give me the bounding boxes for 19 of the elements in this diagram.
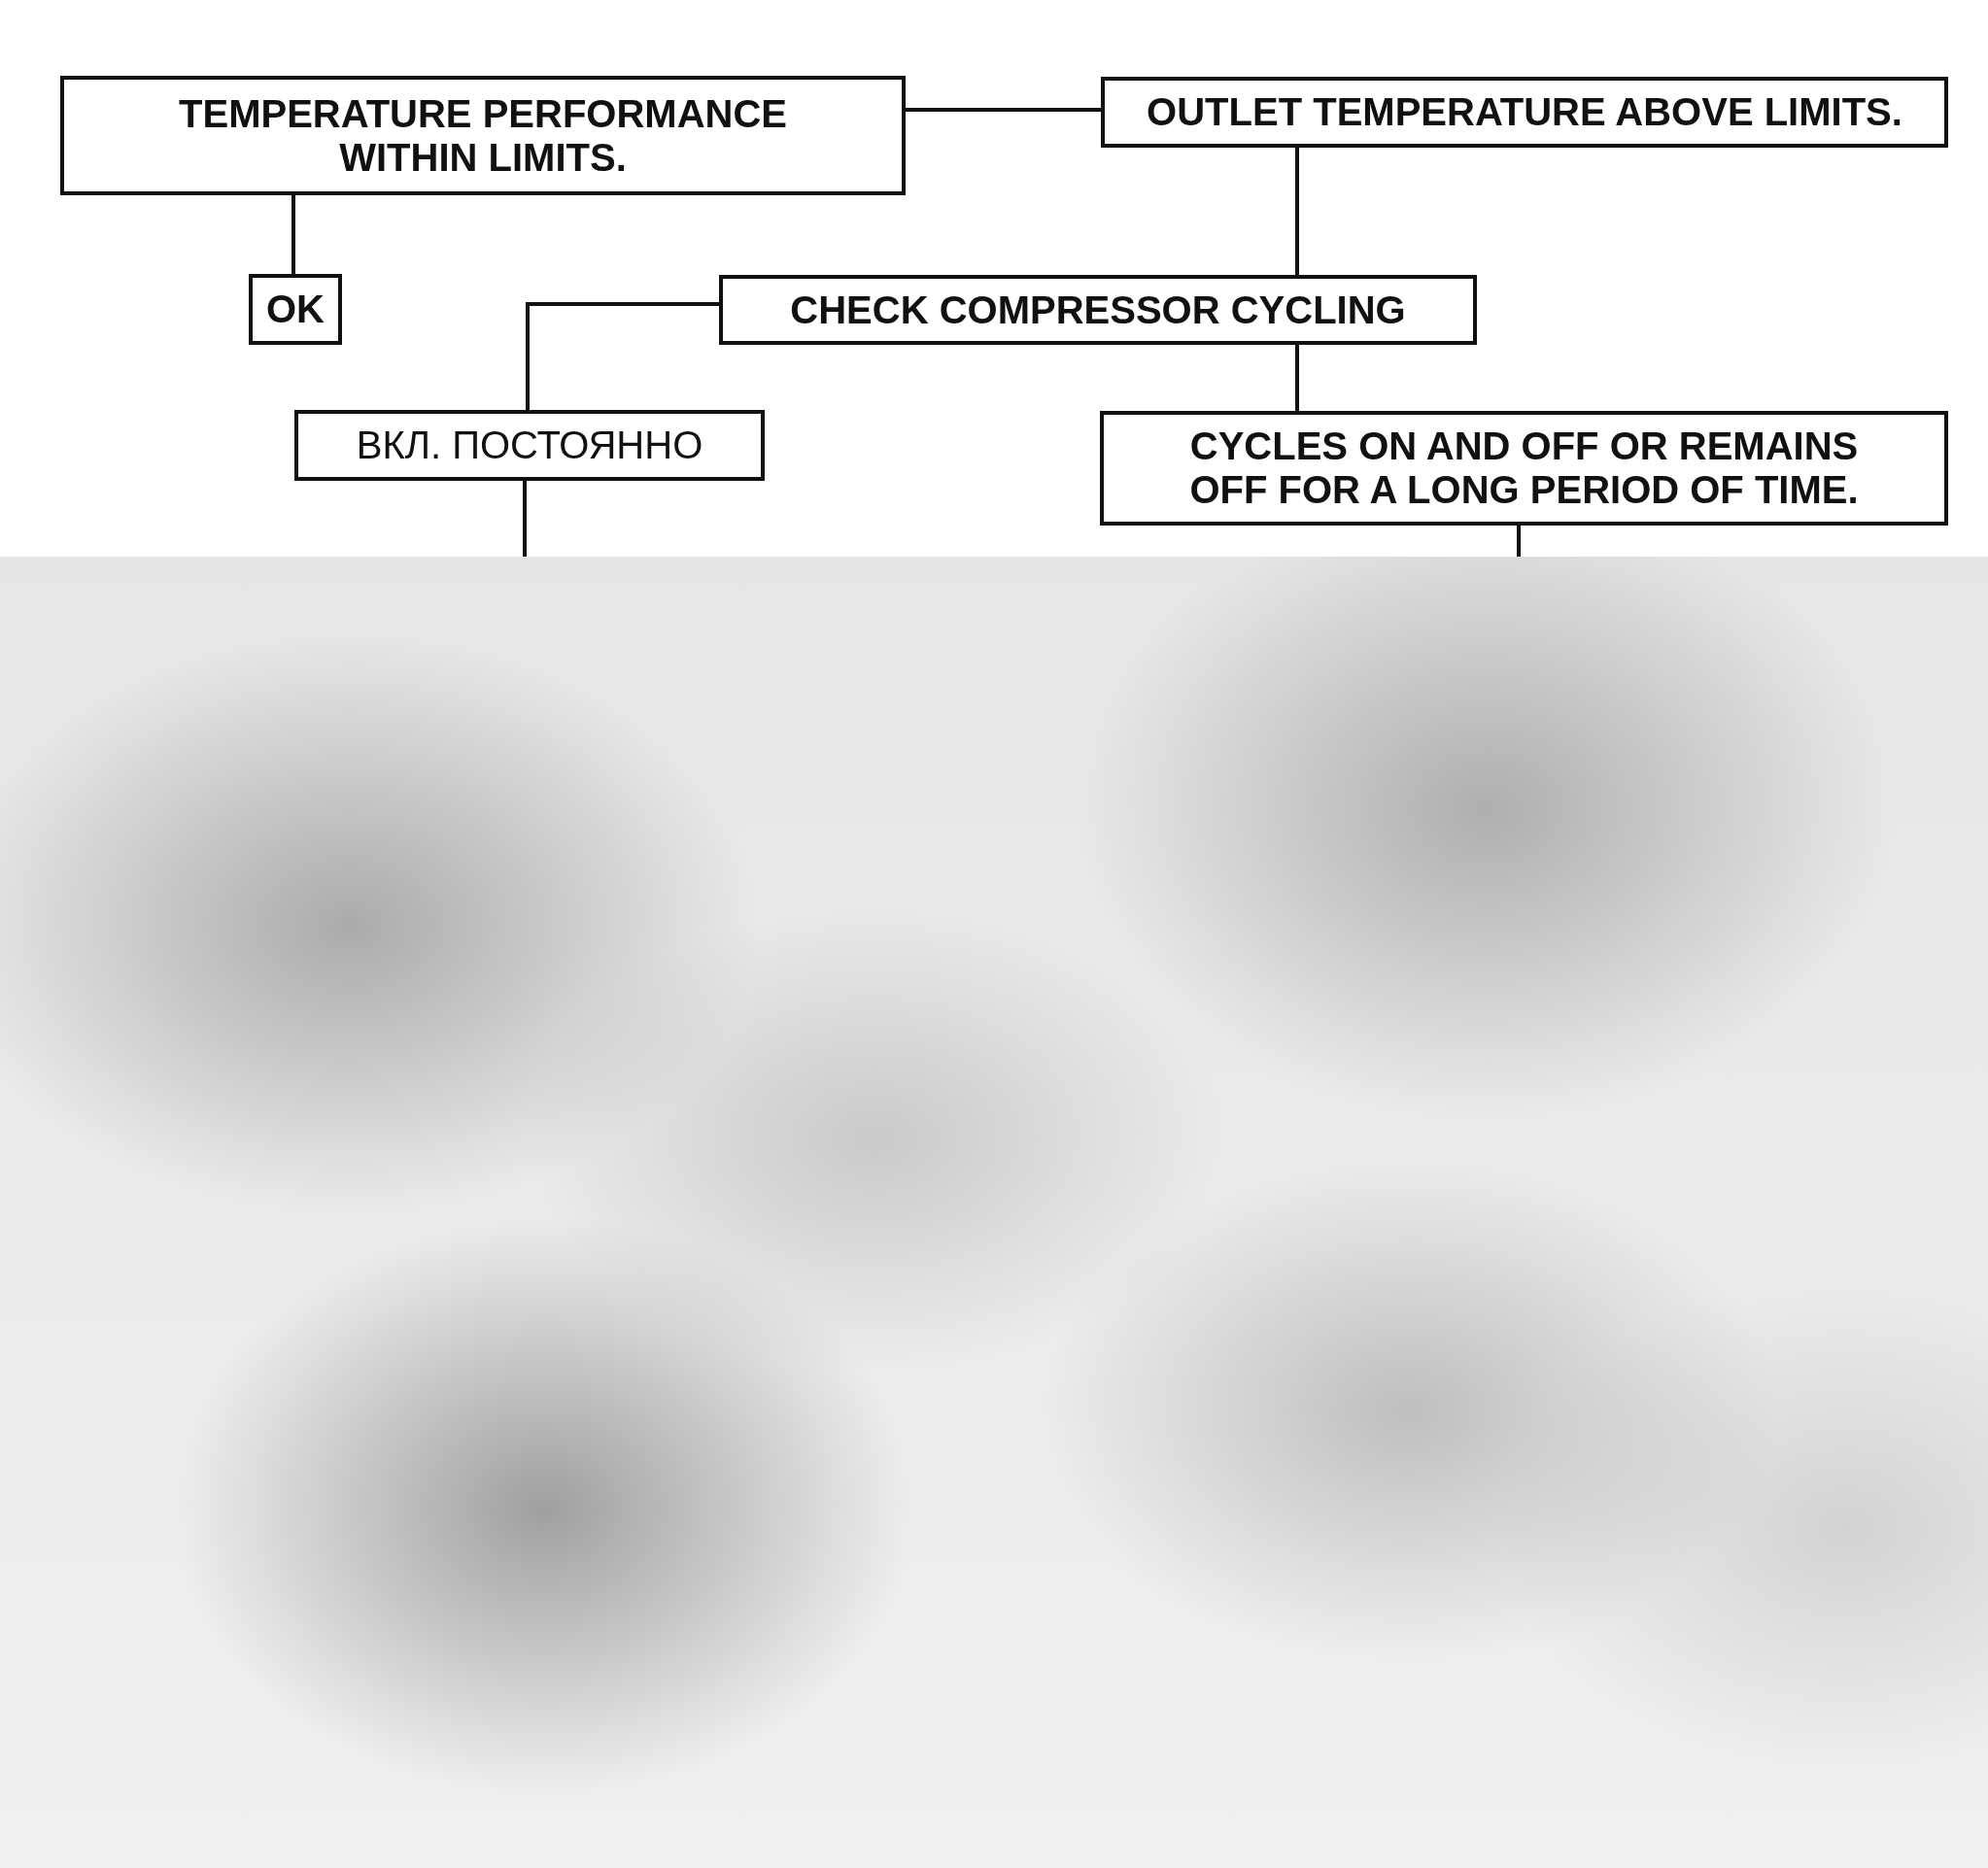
node-text: ВКЛ. ПОСТОЯННО	[356, 424, 703, 467]
connector-line	[523, 481, 527, 557]
process-box	[719, 275, 1477, 345]
node-text: OUTLET TEMPERATURE ABOVE LIMITS.	[1147, 90, 1902, 134]
process-box	[294, 410, 765, 481]
process-box	[60, 76, 906, 195]
node-text: CHECK COMPRESSOR CYCLING	[790, 288, 1406, 332]
connector-line	[291, 195, 295, 274]
connector-line	[526, 302, 719, 410]
node-text: CYCLES ON AND OFF OR REMAINS OFF FOR A LONG PERIOD OF TIME.	[1188, 425, 1860, 512]
process-box	[1100, 411, 1948, 526]
connector-line	[1295, 345, 1299, 411]
result-box	[249, 274, 342, 345]
node-text: TEMPERATURE PERFORMANCE WITHIN LIMITS.	[178, 91, 788, 180]
node-text: OK	[266, 288, 325, 331]
connector-line	[1295, 148, 1299, 275]
connector-line	[906, 108, 1101, 112]
connector-line	[1517, 526, 1521, 557]
process-box	[1101, 77, 1948, 148]
